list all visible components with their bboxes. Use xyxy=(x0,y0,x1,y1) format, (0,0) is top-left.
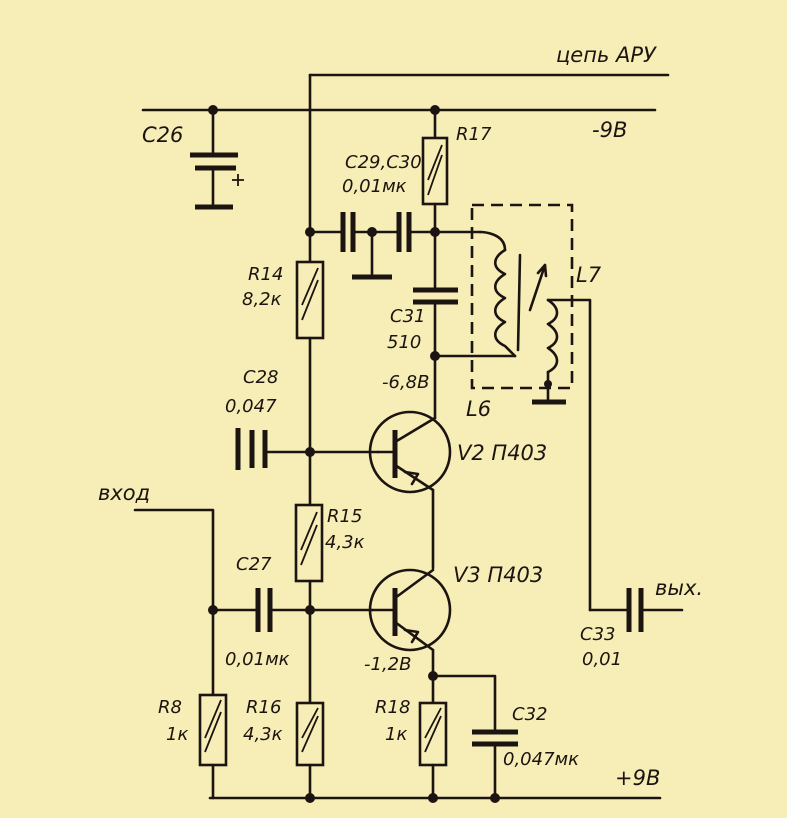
r17-label: R17 xyxy=(456,124,492,145)
c33-label: С33 xyxy=(580,624,615,645)
resistor-r8 xyxy=(198,693,228,800)
input-label: вход xyxy=(98,481,150,505)
resistor-r17 xyxy=(421,108,449,237)
pos-supply-label: +9В xyxy=(615,766,660,790)
c28-value: 0,047 xyxy=(225,396,277,417)
c33-value: 0,01 xyxy=(582,649,622,670)
r8-value: 1к xyxy=(166,724,188,745)
r15-label: R15 xyxy=(327,506,362,527)
transformer-l6-l7 xyxy=(470,203,592,612)
c32-label: С32 xyxy=(512,704,547,725)
output-label: вых. xyxy=(655,576,703,600)
neg-supply-label: -9В xyxy=(592,118,627,142)
v2-collector-voltage: -6,8В xyxy=(382,372,429,393)
resistor-r14 xyxy=(295,230,325,507)
r18-value: 1к xyxy=(385,724,407,745)
capacitor-c28 xyxy=(235,428,380,470)
agc-label: цепь АРУ xyxy=(556,43,657,67)
c31-value: 510 xyxy=(387,332,421,353)
r16-label: R16 xyxy=(246,697,281,718)
capacitor-c27 xyxy=(255,588,374,632)
v3-emitter-voltage: -1,2В xyxy=(364,654,411,675)
c27-label: С27 xyxy=(236,554,272,575)
c32-value: 0,047мк xyxy=(503,749,579,770)
input-line xyxy=(133,508,260,697)
transistor-v2 xyxy=(368,410,452,494)
r18-label: R18 xyxy=(375,697,410,718)
capacitor-c32 xyxy=(472,729,518,800)
r16-value: 4,3к xyxy=(243,724,283,745)
c27-value: 0,01мк xyxy=(225,649,290,670)
c31-label: С31 xyxy=(390,306,425,327)
r8-label: R8 xyxy=(158,697,182,718)
capacitor-c26 xyxy=(190,108,244,210)
v2-label: V2 П403 xyxy=(457,441,547,465)
resistor-r16 xyxy=(295,701,325,800)
junction-dots xyxy=(208,105,552,803)
c28-label: С28 xyxy=(243,367,278,388)
l7-label: L7 xyxy=(576,263,602,287)
v3-label: V3 П403 xyxy=(453,563,543,587)
capacitor-c29-c30 xyxy=(308,212,482,280)
agc-rail xyxy=(308,73,670,234)
l6-label: L6 xyxy=(466,397,491,421)
r14-label: R14 xyxy=(248,264,283,285)
resistor-r15 xyxy=(294,503,324,705)
r15-value: 4,3к xyxy=(325,532,365,553)
c29-c30-value: 0,01мк xyxy=(342,176,407,197)
c26-label: С26 xyxy=(142,123,183,147)
r14-value: 8,2к xyxy=(242,289,282,310)
resistor-r18 xyxy=(418,701,448,800)
c29-c30-label: С29,С30 xyxy=(345,152,422,173)
capacitor-c33 xyxy=(588,588,684,632)
